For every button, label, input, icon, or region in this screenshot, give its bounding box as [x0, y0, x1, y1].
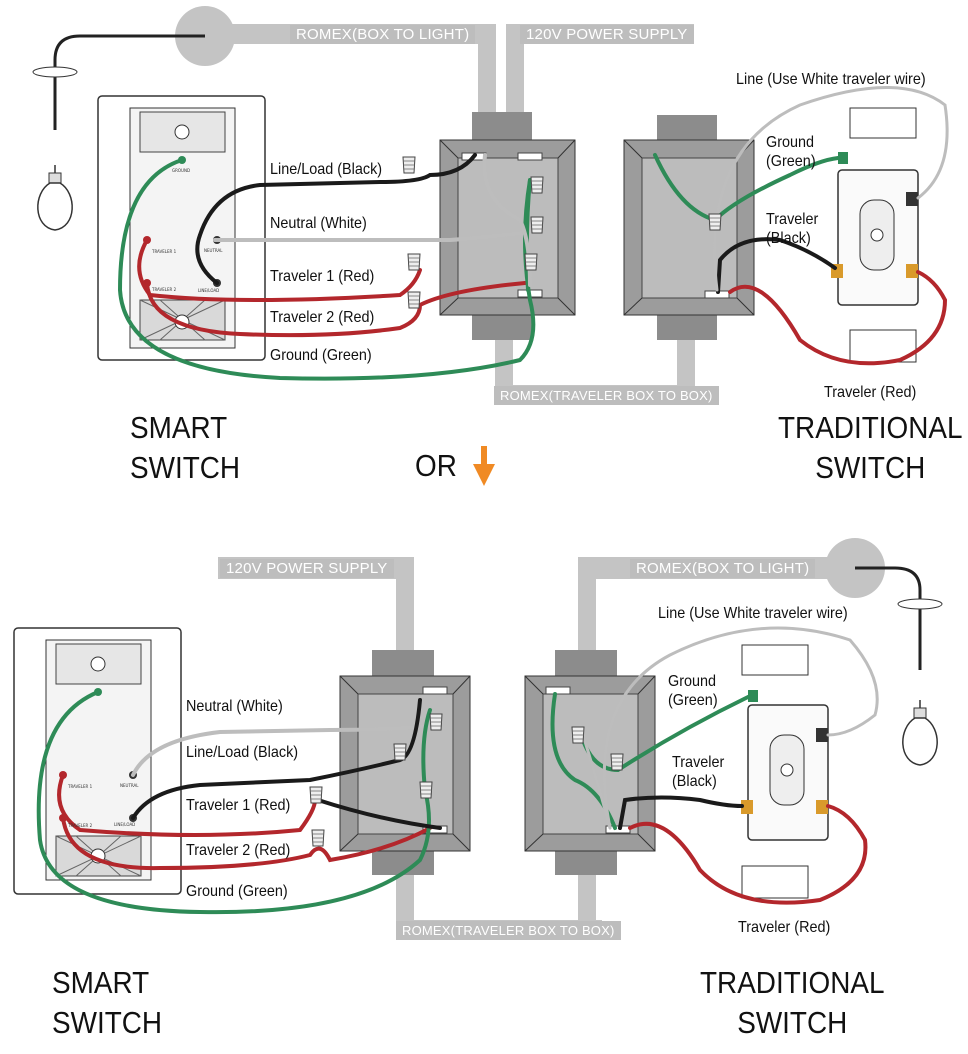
traditional-switch-title: TRADITIONAL SWITCH: [778, 410, 963, 485]
traditional-switch-title-bottom: TRADITIONAL SWITCH: [700, 965, 885, 1040]
wire-nut-icon: [419, 781, 433, 799]
line-load-label: Line/Load (Black): [270, 161, 383, 178]
power-supply-label: 120V POWER SUPPLY: [520, 25, 694, 44]
traveler1-label: Traveler 1 (Red): [270, 268, 375, 285]
romex-traveler-label: ROMEX(TRAVELER BOX TO BOX): [494, 386, 719, 405]
wire-nut-icon: [708, 213, 722, 231]
terminal-traveler1-bottom: TRAVELER 1: [68, 784, 93, 789]
ground-green-label: Ground (Green): [766, 134, 816, 170]
traveler2-label-bottom: Traveler 2 (Red): [186, 842, 291, 859]
junction-box-traveler-top: [623, 115, 755, 340]
wire-nut-icon: [530, 216, 544, 234]
terminal-neutral: NEUTRAL: [204, 248, 223, 253]
smart-switch-device-top: [97, 95, 266, 361]
wire-nut-icon: [571, 726, 585, 744]
ground-label: Ground (Green): [270, 347, 372, 364]
wire-nut-icon: [311, 829, 325, 847]
line-load-label-bottom: Line/Load (Black): [186, 744, 299, 761]
neutral-label-bottom: Neutral (White): [186, 698, 283, 715]
romex-traveler-label-bottom: ROMEX(TRAVELER BOX TO BOX): [396, 921, 621, 940]
wire-nut-icon: [402, 156, 416, 174]
traditional-switch-device-top: [831, 107, 919, 363]
top-wires: [117, 86, 949, 381]
wire-nut-icon: [393, 743, 407, 761]
terminal-traveler2-bottom: TRAVELER 2: [68, 823, 93, 828]
power-supply-label-bottom: 120V POWER SUPPLY: [220, 559, 394, 578]
wire-nut-icon: [309, 786, 323, 804]
smart-switch-title: SMART SWITCH: [130, 410, 241, 485]
traveler-red-label: Traveler (Red): [824, 384, 917, 401]
terminal-line-load: LINE/LOAD: [198, 288, 220, 293]
ground-green-label-bottom: Ground (Green): [668, 673, 718, 709]
light-bulb-icon: [37, 164, 73, 231]
traditional-switch-device-bottom: [741, 644, 829, 899]
wire-nut-icon: [610, 753, 624, 771]
junction-box-icon: [439, 112, 576, 340]
traveler-red-label-bottom: Traveler (Red): [738, 919, 831, 936]
wire-nut-icon: [524, 253, 538, 271]
down-arrow-icon: [473, 446, 495, 486]
traveler-black-label: Traveler (Black): [766, 211, 819, 247]
wire-nut-icon: [407, 253, 421, 271]
wire-nut-icon: [530, 176, 544, 194]
traveler1-label-bottom: Traveler 1 (Red): [186, 797, 291, 814]
terminal-line-load-bottom: LINE/LOAD: [114, 822, 136, 827]
wire-nut-icon: [429, 713, 443, 731]
traveler-black-label-bottom: Traveler (Black): [672, 754, 725, 790]
ground-label-bottom: Ground (Green): [186, 883, 288, 900]
terminal-traveler1: TRAVELER 1: [152, 249, 177, 254]
terminal-traveler2: TRAVELER 2: [152, 287, 177, 292]
wire-nut-icon: [407, 291, 421, 309]
traveler2-label: Traveler 2 (Red): [270, 309, 375, 326]
neutral-label: Neutral (White): [270, 215, 367, 232]
romex-box-to-light-label: ROMEX(BOX TO LIGHT): [290, 25, 476, 44]
light-bulb-icon: [902, 699, 938, 766]
line-white-traveler-label: Line (Use White traveler wire): [736, 71, 926, 88]
smart-switch-title-bottom: SMART SWITCH: [52, 965, 163, 1040]
or-separator: OR: [415, 448, 457, 483]
romex-box-to-light-label-bottom: ROMEX(BOX TO LIGHT): [630, 559, 816, 578]
terminal-ground: GROUND: [172, 168, 191, 173]
terminal-neutral-bottom: NEUTRAL: [120, 783, 139, 788]
junction-box-power-bottom: [339, 650, 471, 875]
line-white-traveler-label-bottom: Line (Use White traveler wire): [658, 605, 848, 622]
smart-switch-device-bottom: [13, 627, 182, 895]
